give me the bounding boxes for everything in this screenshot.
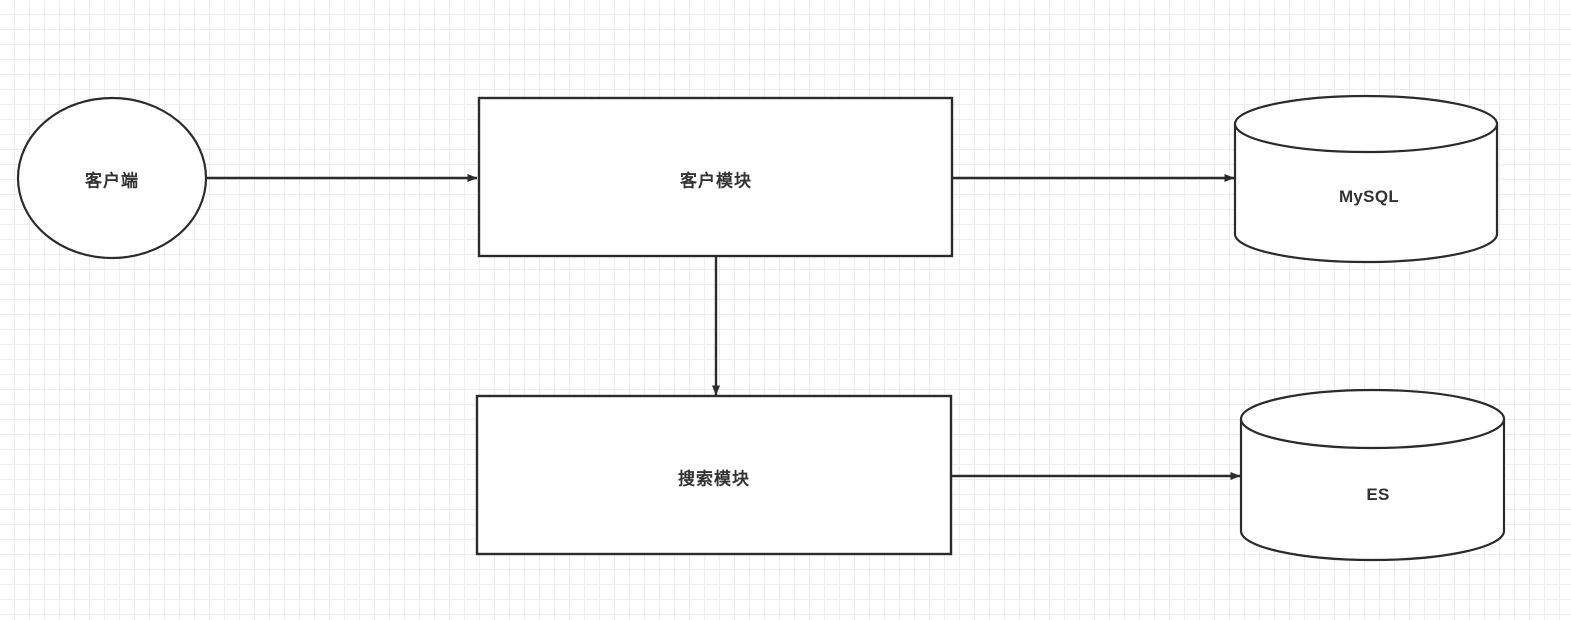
node-client-label: 客户端: [85, 171, 139, 191]
node-mysql-shape[interactable]: [1233, 94, 1499, 264]
node-es-label: ES: [1366, 485, 1390, 504]
node-client-module-label: 客户模块: [680, 171, 752, 191]
node-mysql-label: MySQL: [1338, 187, 1400, 206]
node-client-shape[interactable]: [16, 96, 208, 260]
node-client-module-shape[interactable]: [477, 96, 954, 258]
node-search-module-label: 搜索模块: [678, 469, 750, 489]
node-search-module-shape[interactable]: [475, 394, 953, 556]
node-es-shape[interactable]: [1239, 388, 1506, 562]
